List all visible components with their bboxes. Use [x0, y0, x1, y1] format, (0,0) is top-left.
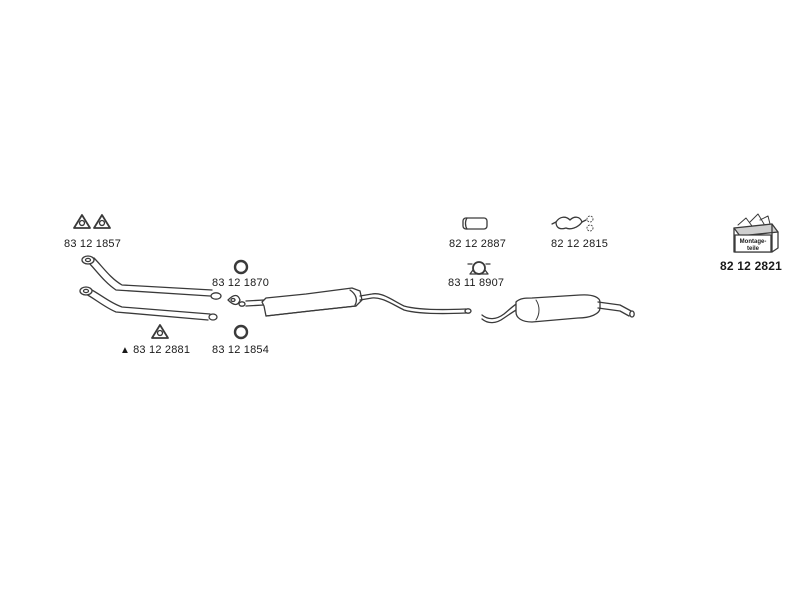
kit-box-label-line-1: Montage-	[740, 239, 767, 245]
small-clamp	[227, 294, 241, 306]
hanger-icon	[551, 216, 587, 230]
part-number-label: 83 12 1857	[64, 238, 122, 250]
sleeve-icon	[462, 217, 488, 230]
part-number-label: 82 12 2815	[551, 238, 609, 250]
gasket-icon	[93, 214, 111, 229]
part-number-label: 83 11 8907	[448, 277, 505, 289]
front-downpipe-upper	[87, 257, 213, 297]
part-number-label-marked: ▲83 12 2881	[120, 344, 190, 356]
clamp-icon	[467, 261, 491, 275]
triangle-marker-icon: ▲	[120, 345, 131, 356]
seal-ring-icon	[233, 324, 249, 340]
rear-silencer	[481, 294, 635, 324]
gasket-icon	[73, 214, 91, 229]
seal-ring-icon	[233, 259, 249, 275]
part-number-label: 83 12 1854	[212, 344, 270, 356]
pipe-flange-left-upper	[81, 255, 95, 265]
gasket-icon	[151, 324, 169, 339]
small-clamp-ring	[238, 301, 246, 307]
mounting-kit-part-number: 82 12 2821	[720, 259, 783, 273]
part-number-label: 83 12 1870	[212, 277, 270, 289]
mounting-kit-box-icon	[733, 213, 779, 253]
pipe-end-lower	[208, 313, 218, 321]
hanger-rubber-icon	[586, 215, 594, 232]
pipe-flange-left-lower	[79, 286, 93, 296]
front-silencer-pipe	[245, 287, 472, 317]
part-number-label: 83 12 2881	[133, 344, 191, 356]
part-number-label: 82 12 2887	[449, 238, 507, 250]
kit-box-label-line-2: teile	[747, 246, 760, 252]
pipe-end-upper	[210, 292, 222, 300]
front-downpipe-lower	[83, 288, 211, 321]
